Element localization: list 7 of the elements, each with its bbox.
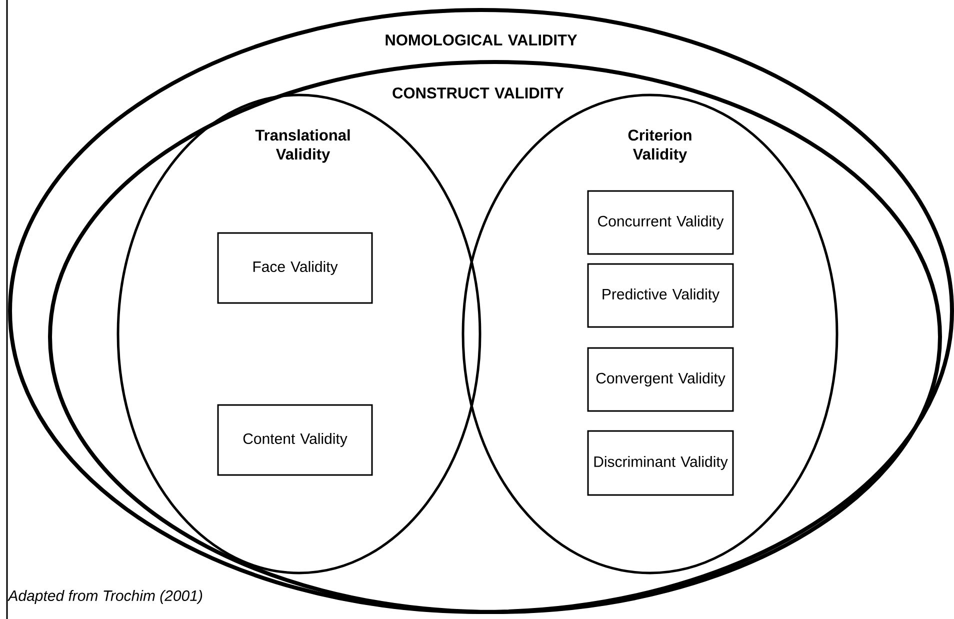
validity-box: Face Validity [217, 232, 373, 304]
validity-box: Discriminant Validity [587, 430, 734, 496]
validity-box: Predictive Validity [587, 263, 734, 328]
validity-box: Content Validity [217, 404, 373, 476]
validity-box: Concurrent Validity [587, 190, 734, 255]
validity-box: Convergent Validity [587, 347, 734, 412]
caption: Adapted from Trochim (2001) [7, 590, 202, 604]
